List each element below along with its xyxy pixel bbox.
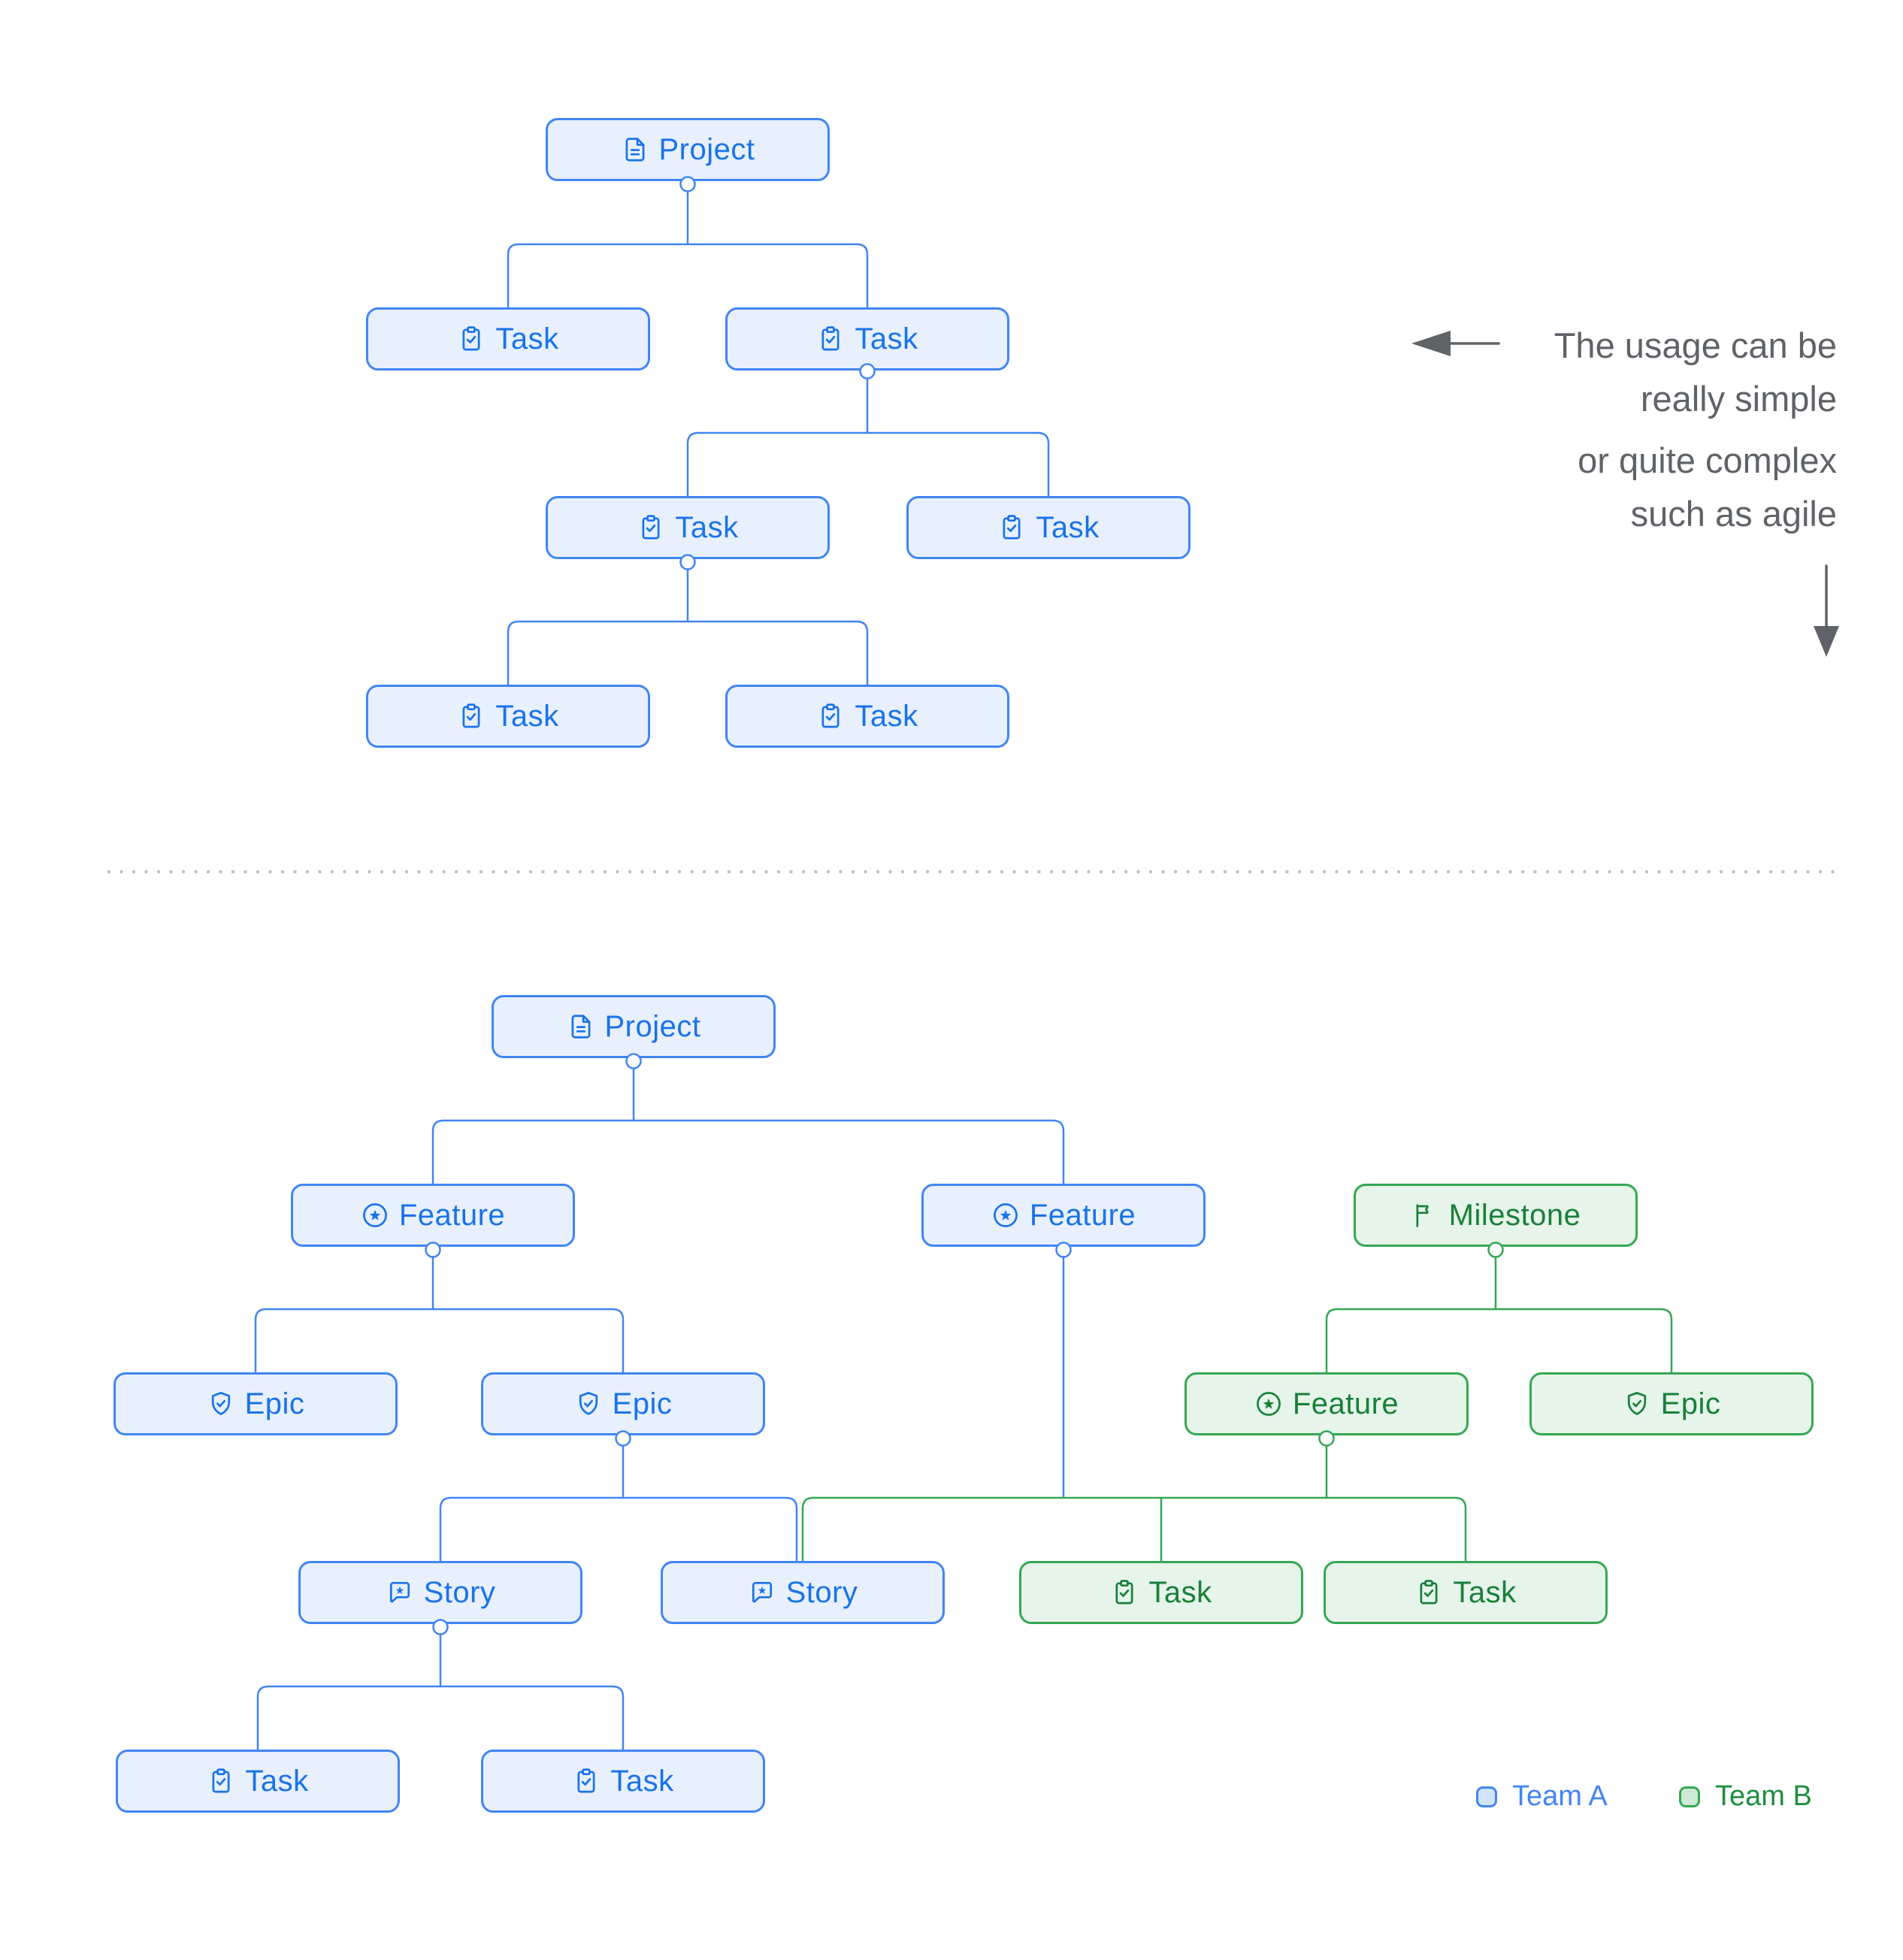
edge-feature-a1-bracket (254, 1308, 625, 1372)
down-arrow-head-icon (1814, 626, 1839, 657)
node-label: Feature (398, 1198, 506, 1232)
legend-team-a-label: Team A (1512, 1780, 1608, 1812)
node-feature-a2: Feature (921, 1184, 1206, 1247)
document-icon (621, 135, 649, 164)
node-task-simple-5: Task (366, 685, 650, 748)
clipboard-check-icon (457, 325, 486, 353)
shield-check-icon (1623, 1390, 1651, 1418)
edge-simple-project-bracket (507, 243, 869, 307)
clipboard-check-icon (572, 1767, 601, 1795)
node-story-a2: Story (661, 1561, 945, 1624)
node-label: Task (855, 322, 918, 355)
node-task-a1: Task (116, 1750, 400, 1813)
node-label: Story (423, 1575, 496, 1609)
node-story-a1: Story (298, 1561, 582, 1624)
edge-complex-project-bracket (431, 1119, 1065, 1184)
node-task-b1: Task (1019, 1561, 1303, 1624)
clipboard-check-icon (816, 702, 845, 730)
node-task-simple-3: Task (546, 496, 830, 559)
node-label: Epic (244, 1387, 305, 1420)
node-label: Project (658, 132, 755, 166)
edge-story-a1-bracket (256, 1685, 625, 1750)
node-project-complex: Project (492, 995, 776, 1058)
comment-star-icon (386, 1578, 414, 1607)
node-task-simple-6: Task (725, 685, 1009, 748)
clipboard-check-icon (207, 1767, 235, 1795)
node-label: Task (855, 699, 918, 733)
flag-icon (1411, 1201, 1439, 1230)
shield-check-icon (207, 1390, 235, 1418)
node-label: Task (1148, 1575, 1212, 1609)
node-task-b2: Task (1324, 1561, 1608, 1624)
node-task-a2: Task (481, 1750, 765, 1813)
clipboard-check-icon (1110, 1578, 1139, 1607)
node-task-simple-4: Task (906, 496, 1191, 559)
node-label: Task (675, 510, 739, 544)
edge-epic-a2-bracket (439, 1496, 798, 1561)
node-label: Task (1036, 510, 1100, 544)
star-circle-icon (991, 1201, 1020, 1230)
legend-team-b: Team B (1679, 1780, 1812, 1813)
comment-star-icon (748, 1578, 776, 1607)
node-epic-a1: Epic (113, 1372, 398, 1435)
annotation-paragraph-2: or quite complex such as agile (1266, 434, 1837, 540)
node-label: Feature (1029, 1198, 1136, 1232)
node-label: Project (604, 1009, 701, 1043)
node-epic-a2: Epic (481, 1372, 765, 1435)
node-feature-b: Feature (1184, 1372, 1469, 1435)
node-label: Epic (1660, 1387, 1721, 1420)
team-a-swatch-icon (1476, 1786, 1497, 1807)
node-label: Task (610, 1764, 674, 1798)
node-label: Epic (612, 1387, 673, 1420)
clipboard-check-icon (457, 702, 486, 730)
node-label: Task (1453, 1575, 1517, 1609)
annotation-line-2: really simple (1640, 379, 1837, 419)
node-task-simple-2: Task (725, 307, 1009, 371)
star-circle-icon (1254, 1390, 1283, 1418)
edge-shared-green-bracket (801, 1496, 1467, 1561)
document-icon (567, 1012, 595, 1041)
node-label: Task (495, 322, 559, 355)
annotation-line-3: or quite complex (1578, 440, 1837, 480)
annotation-text: The usage can be really simple or quite … (1266, 319, 1837, 549)
node-milestone-b: Milestone (1354, 1184, 1638, 1247)
node-project-simple: Project (546, 118, 830, 181)
node-epic-b: Epic (1529, 1372, 1814, 1435)
node-label: Task (245, 1764, 309, 1798)
edge-milestone-bracket (1325, 1308, 1673, 1372)
clipboard-check-icon (997, 513, 1026, 542)
clipboard-check-icon (637, 513, 665, 542)
shield-check-icon (574, 1390, 603, 1418)
legend-team-b-label: Team B (1715, 1780, 1812, 1812)
annotation-line-4: such as agile (1630, 494, 1837, 534)
annotation-line-1: The usage can be (1554, 325, 1837, 365)
node-label: Story (785, 1575, 858, 1609)
annotation-paragraph-1: The usage can be really simple (1266, 319, 1837, 425)
node-label: Milestone (1448, 1198, 1581, 1232)
clipboard-check-icon (1414, 1578, 1443, 1607)
edge-simple-task3-bracket (507, 620, 869, 685)
legend-team-a: Team A (1476, 1780, 1608, 1813)
clipboard-check-icon (816, 325, 845, 353)
edge-simple-task2-bracket (686, 431, 1050, 496)
node-label: Task (495, 699, 559, 733)
team-b-swatch-icon (1679, 1786, 1700, 1807)
node-feature-a1: Feature (291, 1184, 575, 1247)
node-label: Feature (1292, 1387, 1399, 1420)
star-circle-icon (361, 1201, 389, 1230)
node-task-simple-1: Task (366, 307, 650, 371)
